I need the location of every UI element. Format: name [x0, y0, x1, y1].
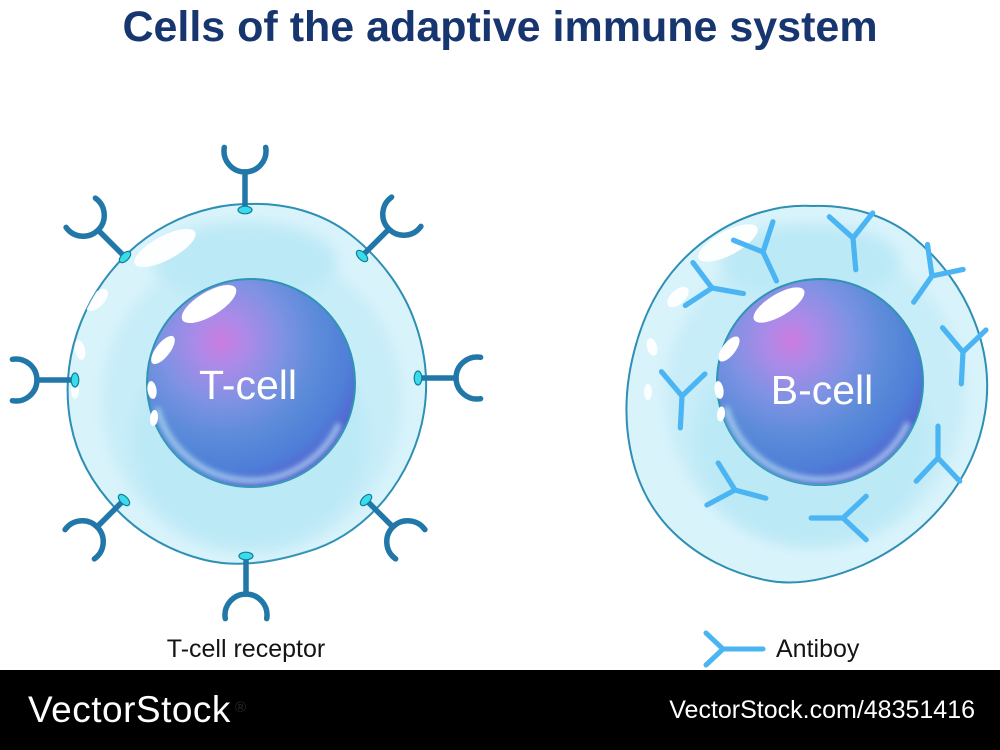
antibody-legend-label: Antiboy: [776, 635, 860, 663]
b-cell: B-cell: [625, 204, 988, 584]
legend: T-cell receptor Antiboy: [167, 630, 860, 668]
t-cell-nucleus-rim: [154, 407, 342, 484]
t-cell-nucleus: [146, 278, 356, 488]
watermark-brand-block: VectorStock®: [28, 689, 246, 731]
t-cell: T-cell: [12, 147, 480, 618]
watermark-bar: VectorStock® VectorStock.com/48351416: [0, 670, 1000, 750]
b-cell-nucleus-highlights: [714, 287, 805, 422]
page-title: Cells of the adaptive immune system: [122, 3, 878, 51]
b-cell-label: B-cell: [771, 367, 874, 413]
t-cell-label: T-cell: [199, 362, 297, 408]
watermark-site-ref: VectorStock.com/48351416: [669, 695, 975, 724]
receptor-legend-label: T-cell receptor: [167, 635, 325, 663]
b-cell-nucleus-rim: [723, 406, 911, 483]
watermark-brand: VectorStock: [28, 689, 231, 730]
registered-mark-icon: ®: [234, 699, 246, 716]
t-cell-nucleus-highlights: [147, 285, 237, 426]
antibody-icon: [703, 630, 766, 668]
